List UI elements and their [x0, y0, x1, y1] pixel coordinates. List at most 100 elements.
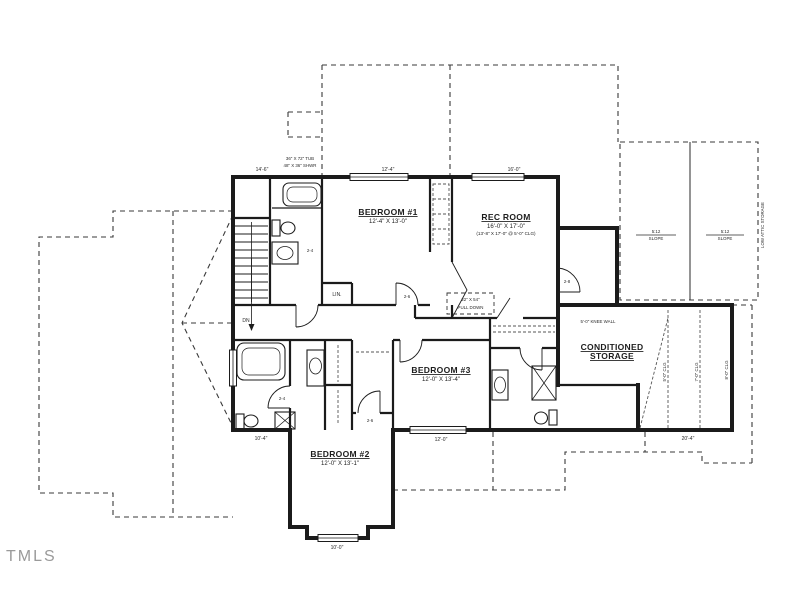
door-bedroom1	[395, 282, 419, 306]
roof-chimney-box	[287, 111, 322, 138]
label-bedroom1: BEDROOM #1	[358, 207, 417, 217]
door-bath3	[519, 347, 543, 371]
door-storage-corridor	[557, 267, 581, 293]
dim-label: 20'-4"	[682, 436, 695, 442]
attic-access-box	[446, 292, 495, 315]
shower-bath3	[531, 365, 557, 401]
wall-closets	[323, 340, 352, 430]
door-size-label: 2-6	[367, 418, 374, 423]
wall-bed1-closet	[428, 177, 454, 318]
label-bedroom3-dims: 12'-0" X 13'-4"	[422, 377, 460, 383]
tub-bath2	[236, 342, 286, 381]
door-hall-bath	[295, 304, 319, 328]
door-size-label: 2-8	[564, 279, 571, 284]
toilet-bowl-bath3	[533, 411, 549, 425]
door-rec-opening	[496, 297, 511, 319]
tub-hall-bath	[282, 182, 322, 207]
door-bedroom2	[357, 390, 381, 414]
label-bedroom2: BEDROOM #2	[310, 449, 369, 459]
label-rec-room: REC ROOM	[481, 212, 530, 222]
window-rec-north	[471, 173, 525, 181]
label-storage-2: STORAGE	[590, 351, 634, 361]
label-bedroom3: BEDROOM #3	[411, 365, 470, 375]
dim-label-clg: 8'-0" CLG	[724, 360, 729, 380]
roof-bottom-outline	[393, 432, 752, 491]
door-bedroom3	[399, 339, 423, 363]
toilet-tank-bath2	[235, 413, 245, 430]
label-storage-1: CONDITIONED	[581, 342, 644, 352]
chase-x	[274, 411, 296, 430]
roof-right-lower	[732, 304, 753, 463]
tmls-watermark: TMLS	[6, 548, 57, 565]
sink-hall	[276, 246, 294, 260]
shower-x	[531, 365, 557, 401]
label-roof-right-2: SLOPE	[718, 236, 733, 241]
dim-label-clg: 7'-0" CLG	[694, 362, 699, 382]
door-size-label: 2-4	[307, 248, 314, 253]
label-linen: LIN.	[332, 292, 341, 298]
toilet-bowl-hall	[280, 221, 296, 235]
windows	[229, 173, 525, 542]
doors	[267, 261, 581, 414]
label-knee-wall: 5'-0" KNEE WALL	[581, 319, 616, 324]
wall-bed2-corridor	[350, 340, 395, 430]
vanity-bath3	[491, 369, 509, 401]
fixtures	[235, 182, 558, 430]
window-bath2-west	[229, 349, 237, 387]
label-roof-left-1: 5:12	[652, 229, 661, 234]
roof-left-outline	[38, 210, 233, 518]
toilet-bowl-bath2	[243, 414, 259, 428]
label-attic-access-2: PULL DOWN	[458, 305, 484, 310]
toilet-tank-bath3	[548, 409, 558, 426]
stairs	[235, 222, 268, 331]
window-bed1-north	[349, 173, 409, 181]
wall-storage	[556, 303, 734, 432]
label-stairs-dn: DN	[242, 318, 250, 324]
door-size-label: 2-4	[279, 396, 286, 401]
dim-label: 12'-0"	[435, 437, 448, 443]
window-bed2-bay	[317, 534, 359, 542]
dim-label: 14'-6"	[256, 167, 269, 173]
door-bath2	[267, 385, 291, 409]
label-bedroom2-dims: 12'-0" X 13'-1"	[321, 461, 359, 467]
toilet-tank-hall	[271, 219, 281, 237]
room-labels: BEDROOM #1 12'-4" X 13'-0" REC ROOM 16'-…	[242, 207, 643, 467]
tub-bath2-inner	[241, 347, 281, 376]
tub-hall-bath-inner	[286, 186, 318, 203]
roof-left-gable	[181, 214, 234, 428]
sink-bath2	[309, 357, 322, 375]
label-attic-access-1: 22" X 54"	[461, 297, 480, 302]
stairs-arrow-head	[248, 324, 255, 331]
sink-bath3	[494, 376, 506, 394]
label-attic-side: LOW ATTIC STORAGE	[760, 202, 765, 248]
dim-label: 10'-0"	[331, 545, 344, 551]
closet-rods	[337, 183, 701, 429]
label-bedroom1-dims: 12'-4" X 13'-0"	[369, 219, 407, 225]
dim-label: 12'-4"	[382, 167, 395, 173]
window-bed3-south	[409, 426, 467, 434]
label-roof-left-2: SLOPE	[649, 236, 664, 241]
door-size-label: 2-6	[404, 294, 411, 299]
roof-top-rect	[321, 64, 619, 177]
chase-box	[274, 411, 296, 430]
door-rec-double	[451, 261, 468, 319]
dim-label: 36" X 72" TUB	[286, 156, 314, 161]
vanity-hall	[271, 241, 299, 265]
roof-outline-group	[38, 64, 759, 518]
closet-wic-shelves	[493, 325, 555, 333]
vanity-bath2	[306, 349, 325, 387]
dim-label: 48" X 36" SHWR	[284, 163, 317, 168]
label-rec-room-note: (13'-8" X 17'-0" @ 5'-0" CLG)	[476, 231, 536, 236]
dimension-labels: 14'-6" 12'-4" 16'-0" 36" X 72" TUB 48" X…	[255, 156, 729, 551]
storage-roof-slope	[639, 317, 669, 429]
label-rec-room-dims: 16'-0" X 17'-0"	[487, 224, 525, 230]
wall-bedroom2-bay	[288, 428, 395, 540]
wall-linen	[322, 281, 354, 305]
annotation-labels: 22" X 54" PULL DOWN 5:12 SLOPE 5:12 SLOP…	[458, 202, 765, 324]
dim-label: 10'-4"	[255, 436, 268, 442]
dim-label-clg: 5'-0" CLG	[662, 362, 667, 382]
wall-rec-south	[413, 305, 558, 320]
interior-walls	[233, 177, 638, 430]
